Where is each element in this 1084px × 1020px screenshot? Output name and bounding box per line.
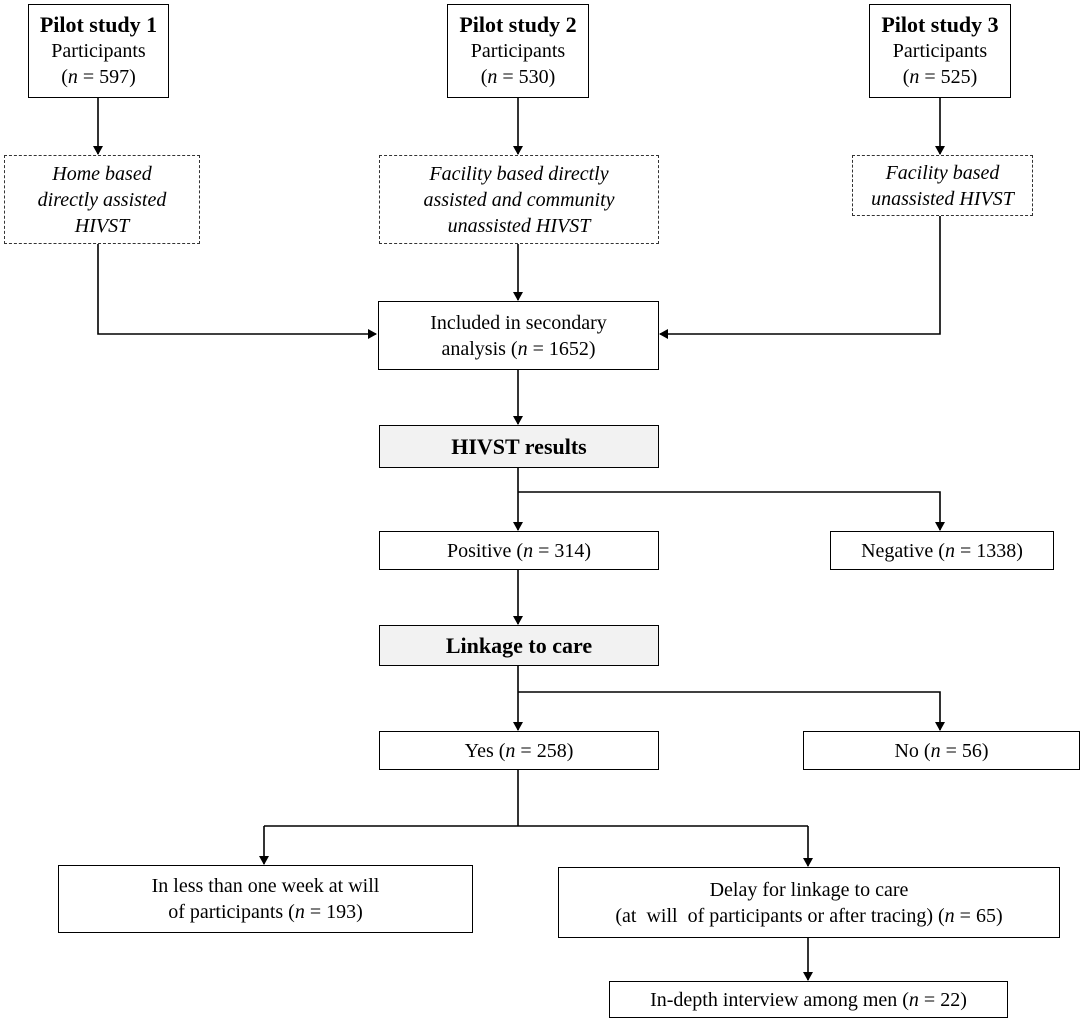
pilot-study-2-box: Pilot study 2 Participants (n = 530) [447,4,589,98]
approach-1-box: Home based directly assisted HIVST [4,155,200,244]
less-week-box: In less than one week at will of partici… [58,865,473,933]
hivst-results-box: HIVST results [379,425,659,468]
arrow-to-negative [518,491,945,531]
approach-2-line-1: Facility based directly [429,162,609,185]
pilot-study-2-label: Participants [470,40,566,62]
interview-box: In-depth interview among men (n = 22) [609,981,1008,1018]
pilot-study-1-label: Participants [51,40,146,62]
pilot-study-2-title: Pilot study 2 [459,12,577,37]
interview-label: In-depth interview among men (n = 22) [650,988,967,1011]
included-line-2: analysis (n = 1652) [441,337,596,360]
pilot-study-1-title: Pilot study 1 [39,12,158,37]
negative-box: Negative (n = 1338) [830,531,1054,570]
negative-label: Negative (n = 1338) [861,539,1023,562]
approach-1-line-3: HIVST [74,214,130,237]
included-line-1: Included in secondary [430,311,607,334]
included-box: Included in secondary analysis (n = 1652… [378,301,659,370]
arrow-to-no [518,691,945,731]
pilot-study-3-box: Pilot study 3 Participants (n = 525) [869,4,1011,98]
linkage-label: Linkage to care [445,632,593,658]
no-box: No (n = 56) [803,731,1080,770]
no-label: No (n = 56) [894,739,989,762]
yes-label: Yes (n = 258) [464,739,574,762]
approach-1-line-1: Home based [52,162,152,185]
approach-2-box: Facility based directly assisted and com… [379,155,659,244]
approach-1-line-2: directly assisted [37,188,167,211]
arrow-approach3-to-included [659,216,941,339]
pilot-study-3-label: Participants [892,40,988,62]
approach-3-line-2: unassisted HIVST [871,187,1014,210]
yes-box: Yes (n = 258) [379,731,659,770]
pilot-study-1-count: (n = 597) [61,66,136,88]
pilot-study-3-count: (n = 525) [902,66,978,88]
less-week-line-2: of participants (n = 193) [168,901,363,923]
pilot-study-3-title: Pilot study 3 [881,12,999,37]
less-week-line-1: In less than one week at will [151,875,380,897]
positive-box: Positive (n = 314) [379,531,659,570]
delay-box: Delay for linkage to care (at will of pa… [558,867,1060,938]
approach-3-box: Facility based unassisted HIVST [852,155,1033,216]
arrow-approach1-to-included [97,244,377,339]
pilot-study-1-box: Pilot study 1 Participants (n = 597) [28,4,169,98]
approach-2-line-2: assisted and community [423,188,615,211]
delay-line-1: Delay for linkage to care [709,878,909,901]
hivst-results-label: HIVST results [451,433,587,459]
positive-label: Positive (n = 314) [446,539,592,562]
pilot-study-2-count: (n = 530) [480,66,556,88]
delay-line-2: (at will of participants or after tracin… [615,904,1003,927]
approach-3-line-1: Facility based [885,161,1000,184]
approach-2-line-3: unassisted HIVST [447,214,591,237]
linkage-box: Linkage to care [379,625,659,666]
